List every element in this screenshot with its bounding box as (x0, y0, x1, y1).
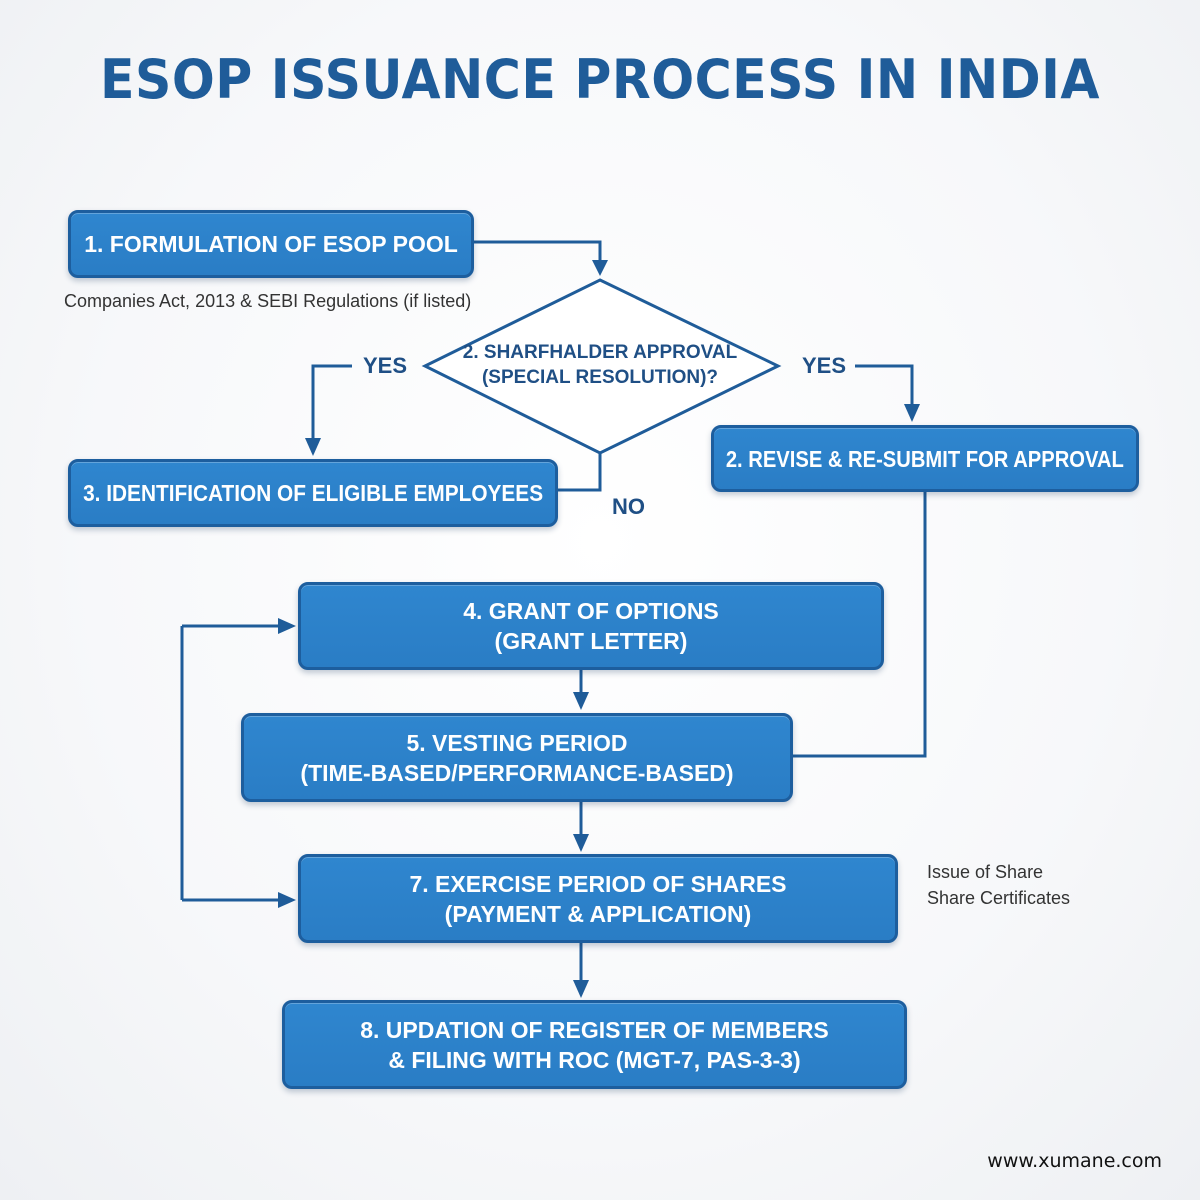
arrowhead-decision (592, 260, 608, 276)
arrowhead-exercise (573, 834, 589, 852)
step-updation-box: 8. UPDATION OF REGISTER OF MEMBERS & FIL… (282, 1000, 907, 1089)
arrowhead-exercise-loop (278, 892, 296, 908)
arrowhead-updation (573, 980, 589, 998)
decision-label: 2. SHARFHALDER APPROVAL (SPECIAL RESOLUT… (440, 340, 760, 390)
decision-label-line2: (SPECIAL RESOLUTION)? (481, 367, 719, 388)
step-updation-line1: 8. UPDATION OF REGISTER OF MEMBERS (360, 1016, 829, 1043)
no-label: NO (612, 494, 645, 519)
line-decision-to-identification (557, 453, 602, 492)
step-revise-box: 2. REVISE & RE-SUBMIT FOR APPROVAL (711, 425, 1139, 492)
arrow-formulation-to-decision (473, 240, 602, 266)
yes-left-label: YES (363, 353, 408, 378)
step-vesting-box: 5. VESTING PERIOD (TIME-BASED/PERFORMANC… (241, 713, 793, 802)
step-formulation-label: 1. FORMULATION OF ESOP POOL (84, 231, 458, 257)
issue-share-note: Issue of Share Share Certificates (927, 859, 1070, 911)
step-revise-label: 2. REVISE & RE-SUBMIT FOR APPROVAL (726, 445, 1124, 472)
issue-share-line1: Issue of Share (927, 862, 1044, 882)
arrow-yes-to-identification (311, 364, 352, 442)
issue-share-line2: Share Certificates (927, 888, 1071, 908)
arrow-yes-to-revise (855, 364, 914, 408)
step-vesting-line1: 5. VESTING PERIOD (406, 729, 628, 756)
step-identification-box: 3. IDENTIFICATION OF ELIGIBLE EMPLOYEES (68, 459, 558, 527)
step-exercise-line2: (PAYMENT & APPLICATION) (444, 900, 752, 927)
regulations-note: Companies Act, 2013 & SEBI Regulations (… (64, 291, 472, 311)
decision-label-line1: 2. SHARFHALDER APPROVAL (462, 342, 738, 363)
page-title: ESOP ISSUANCE PROCESS IN INDIA (100, 48, 1100, 111)
step-exercise-line1: 7. EXERCISE PERIOD OF SHARES (409, 870, 787, 897)
arrowhead-identification (305, 438, 321, 456)
arrowhead-vesting (573, 692, 589, 710)
step-formulation-box: 1. FORMULATION OF ESOP POOL (68, 210, 474, 278)
arrowhead-revise (904, 404, 920, 422)
step-grant-box: 4. GRANT OF OPTIONS (GRANT LETTER) (298, 582, 884, 670)
line-revise-to-vesting (792, 492, 927, 758)
arrowhead-grant (278, 618, 296, 634)
step-exercise-box: 7. EXERCISE PERIOD OF SHARES (PAYMENT & … (298, 854, 898, 943)
footer-website: www.xumane.com (987, 1150, 1162, 1172)
step-grant-line1: 4. GRANT OF OPTIONS (463, 598, 719, 624)
yes-right-label: YES (802, 353, 847, 378)
step-identification-label: 3. IDENTIFICATION OF ELIGIBLE EMPLOYEES (83, 480, 544, 506)
step-vesting-line2: (TIME-BASED/PERFORMANCE-BASED) (300, 759, 734, 786)
step-grant-line2: (GRANT LETTER) (494, 628, 688, 654)
step-updation-line2: & FILING WITH ROC (MGT-7, PAS-3-3) (388, 1046, 801, 1073)
